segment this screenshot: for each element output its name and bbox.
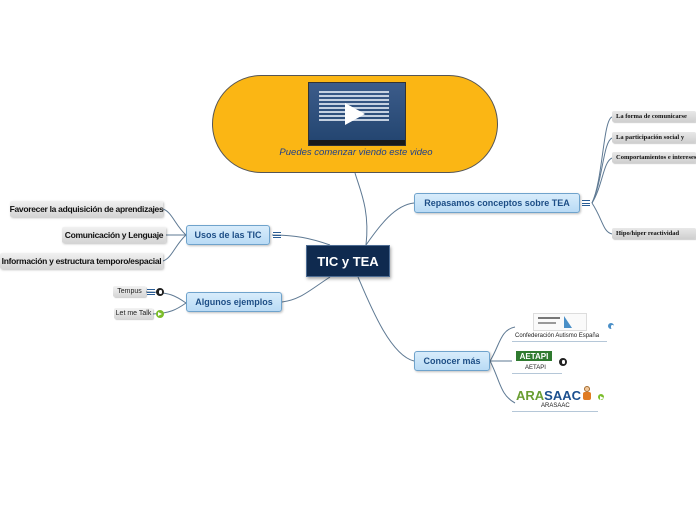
confederacion-caption: Confederación Autismo España [515, 333, 600, 339]
video-control-bar [309, 140, 405, 145]
menu-icon[interactable] [147, 289, 155, 295]
globe-icon[interactable] [156, 288, 164, 296]
video-caption: Puedes comenzar viendo este video [279, 147, 433, 158]
concept-participacion-social[interactable]: La participación social y [612, 132, 696, 143]
video-bubble: Puedes comenzar viendo este video [212, 75, 498, 173]
globe-icon[interactable] [559, 358, 567, 366]
arasaac-logo-green: ARA [516, 388, 545, 403]
concept-forma-comunicarse[interactable]: La forma de comunicarse [612, 111, 696, 122]
app-arrow-icon[interactable] [598, 394, 604, 400]
video-thumbnail[interactable] [308, 82, 406, 146]
confederacion-logo[interactable] [533, 313, 587, 331]
app-arrow-icon[interactable] [156, 310, 164, 318]
connector-repasamos [365, 202, 415, 246]
node-repasamos[interactable]: Repasamos conceptos sobre TEA [414, 193, 580, 213]
person-icon [582, 386, 592, 402]
example-let-me-talk[interactable]: Let me Talk [114, 308, 153, 319]
tag-favorecer-aprendizajes[interactable]: Favorecer la adquisición de aprendizajes [10, 201, 164, 217]
tag-comunicacion-lenguaje[interactable]: Comunicación y Lenguaje [62, 227, 166, 243]
connector-video [354, 172, 368, 246]
connector-ejemplos [281, 276, 331, 303]
concept-comportamientos[interactable]: Comportamientos e intereses [612, 152, 696, 163]
divider [512, 373, 562, 374]
connector-conocer [357, 276, 415, 362]
arasaac-caption: ARASAAC [541, 403, 570, 409]
aetapi-logo[interactable]: AETAPI [516, 351, 552, 361]
central-topic[interactable]: TIC y TEA [306, 245, 390, 277]
aetapi-caption: AETAPI [525, 365, 546, 371]
divider [512, 341, 607, 342]
globe-icon[interactable] [608, 323, 614, 329]
play-icon[interactable] [345, 103, 365, 125]
node-conocer-mas[interactable]: Conocer más [414, 351, 490, 371]
node-algunos-ejemplos[interactable]: Algunos ejemplos [186, 292, 282, 312]
menu-icon[interactable] [582, 200, 590, 206]
arasaac-logo-blue: SAAC [544, 388, 582, 403]
tag-informacion-estructura[interactable]: Información y estructura temporo/espacia… [0, 253, 163, 269]
menu-icon[interactable] [273, 232, 281, 238]
node-usos-tic[interactable]: Usos de las TIC [186, 225, 270, 245]
arasaac-logo[interactable]: ARASAAC [516, 388, 581, 403]
divider [512, 411, 598, 412]
concept-hipo-hiper[interactable]: Hipo/hiper reactividad [612, 228, 696, 239]
example-tempus[interactable]: Tempus [113, 286, 146, 297]
